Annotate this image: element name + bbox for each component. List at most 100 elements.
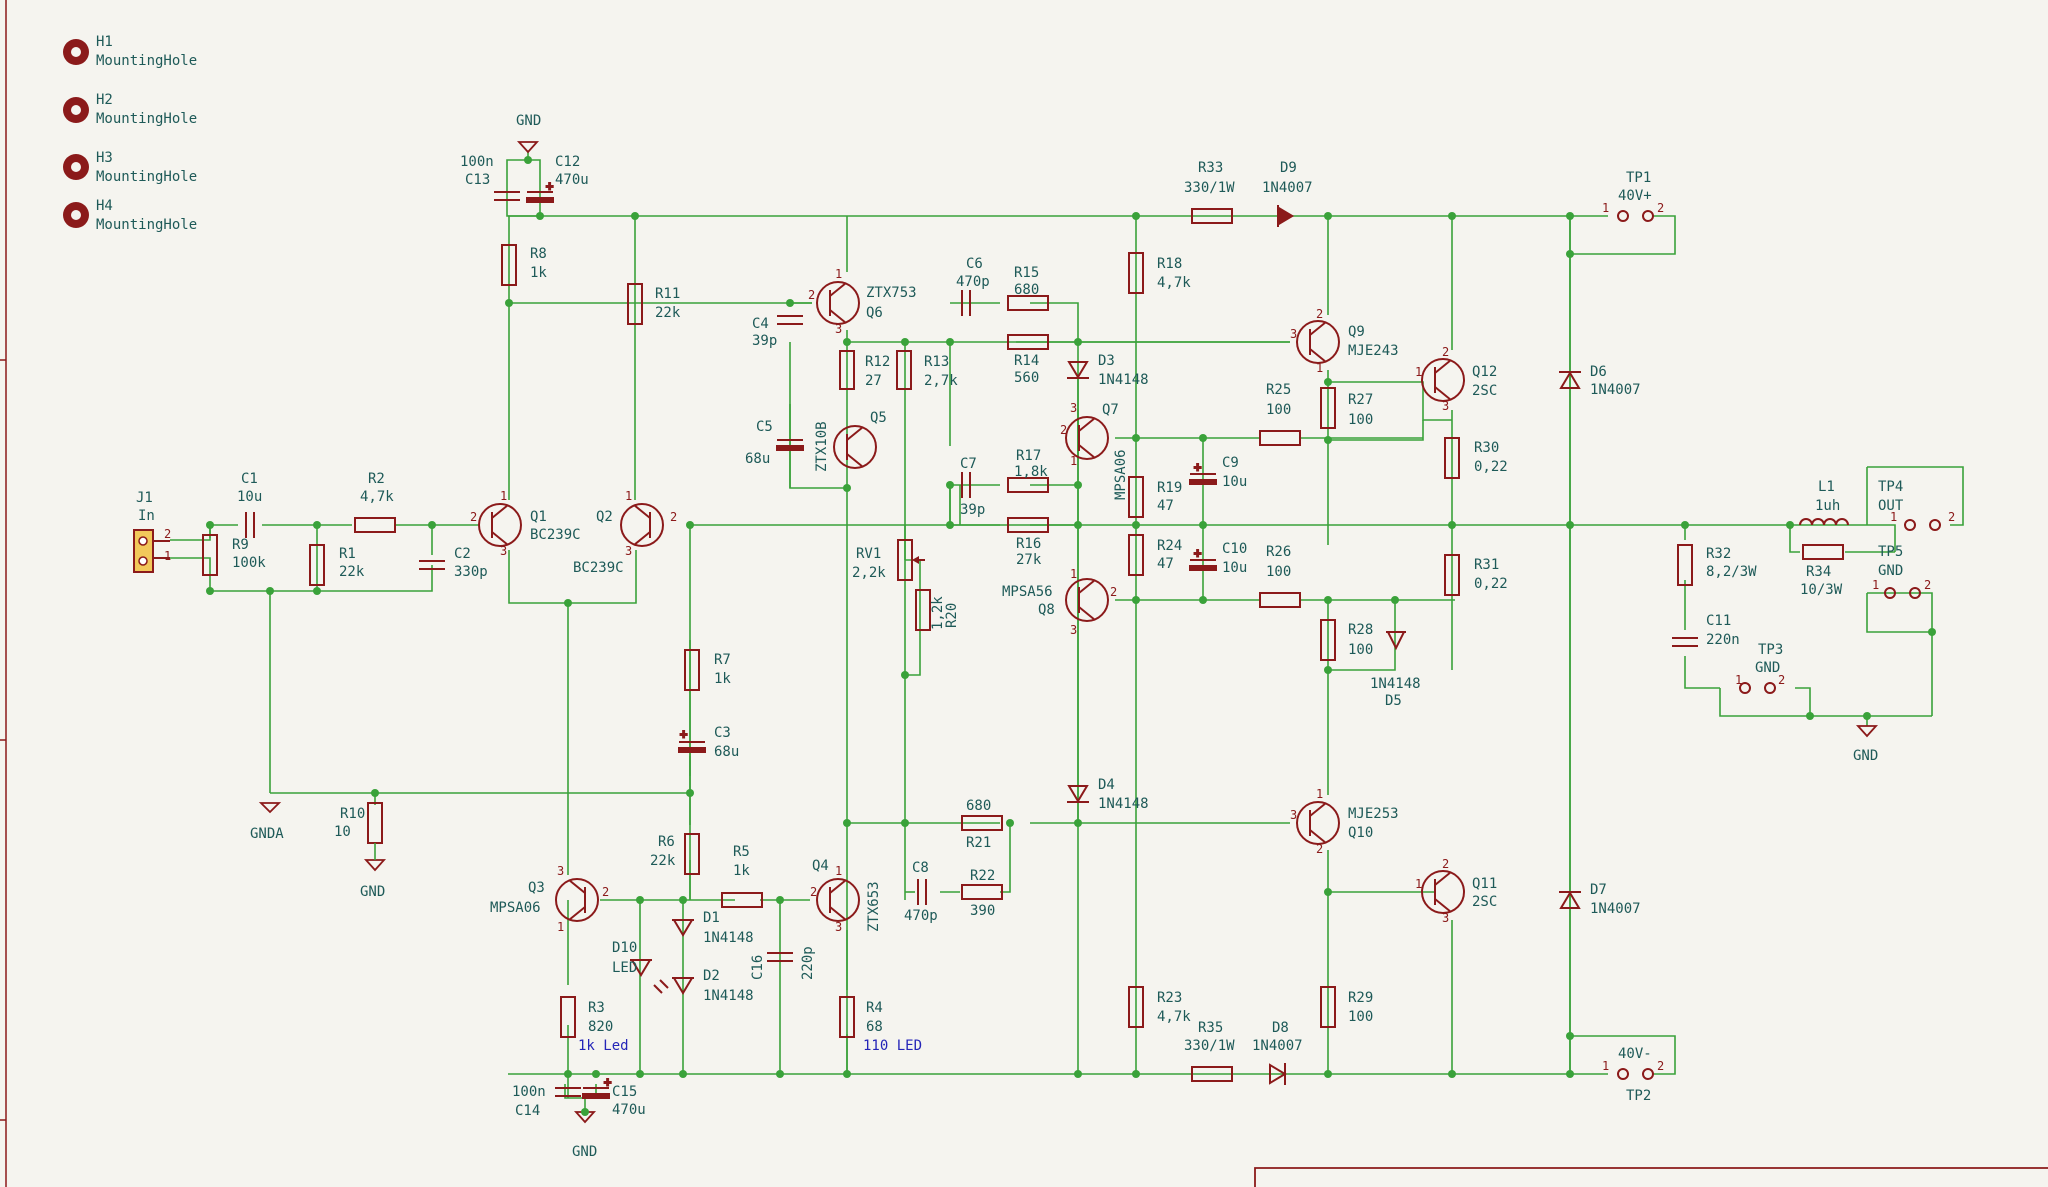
- capacitor-c6[interactable]: [961, 290, 971, 316]
- resistor-r32[interactable]: [1677, 544, 1693, 586]
- svg-text:TP4: TP4: [1878, 479, 1903, 495]
- diode-d5[interactable]: [1386, 631, 1406, 651]
- capacitor-c9[interactable]: +: [1189, 459, 1217, 485]
- resistor-r28[interactable]: [1320, 619, 1336, 661]
- resistor-r22[interactable]: [961, 884, 1003, 900]
- resistor-r29[interactable]: [1320, 986, 1336, 1028]
- svg-text:68u: 68u: [714, 744, 739, 760]
- svg-text:3: 3: [1070, 401, 1077, 415]
- capacitor-c16[interactable]: [767, 952, 793, 962]
- svg-text:1: 1: [1415, 365, 1422, 379]
- resistor-r1[interactable]: [309, 544, 325, 586]
- resistor-r18[interactable]: [1128, 252, 1144, 294]
- capacitor-c10[interactable]: +: [1189, 545, 1217, 571]
- capacitor-c8[interactable]: [917, 879, 927, 905]
- capacitor-c13[interactable]: [494, 191, 520, 201]
- testpoint-tp3[interactable]: [1739, 682, 1776, 694]
- diode-d3[interactable]: [1067, 361, 1089, 379]
- capacitor-c15[interactable]: +: [582, 1074, 612, 1099]
- transistor-q2[interactable]: [620, 503, 664, 547]
- svg-text:Q6: Q6: [866, 305, 883, 321]
- resistor-r11[interactable]: [627, 283, 643, 325]
- transistor-q3[interactable]: [555, 878, 599, 922]
- testpoint-tp4[interactable]: [1904, 519, 1941, 531]
- inductor-l1[interactable]: [1799, 518, 1849, 526]
- resistor-r16[interactable]: [1007, 517, 1049, 533]
- diode-d1[interactable]: [672, 919, 694, 937]
- svg-text:+: +: [680, 727, 687, 741]
- resistor-r8[interactable]: [501, 244, 517, 286]
- resistor-r20[interactable]: [915, 589, 931, 631]
- transistor-q10[interactable]: [1296, 801, 1340, 845]
- transistor-q1[interactable]: [478, 503, 522, 547]
- capacitor-c3[interactable]: +: [678, 726, 706, 753]
- svg-text:GND: GND: [1878, 563, 1903, 579]
- diode-d6[interactable]: [1559, 371, 1581, 389]
- svg-text:3: 3: [1070, 623, 1077, 637]
- led-d10[interactable]: [630, 959, 669, 994]
- resistor-r35[interactable]: [1191, 1066, 1233, 1082]
- resistor-r9[interactable]: [202, 534, 218, 576]
- resistor-r30[interactable]: [1444, 437, 1460, 479]
- capacitor-c14[interactable]: [555, 1087, 581, 1097]
- resistor-r17[interactable]: [1007, 477, 1049, 493]
- capacitor-c2[interactable]: [419, 560, 445, 570]
- svg-text:1: 1: [625, 489, 632, 503]
- resistor-r14[interactable]: [1007, 334, 1049, 350]
- diode-d2[interactable]: [672, 977, 694, 995]
- capacitor-c4[interactable]: [777, 315, 803, 325]
- resistor-r23[interactable]: [1128, 986, 1144, 1028]
- resistor-r6[interactable]: [684, 833, 700, 875]
- resistor-r3[interactable]: [560, 996, 576, 1038]
- transistor-q9[interactable]: [1296, 320, 1340, 364]
- testpoint-tp5[interactable]: [1884, 587, 1921, 599]
- diode-d7[interactable]: [1559, 891, 1581, 909]
- resistor-r7[interactable]: [684, 649, 700, 691]
- svg-text:3: 3: [1290, 808, 1297, 822]
- capacitor-c11[interactable]: [1672, 637, 1698, 647]
- resistor-r4[interactable]: [839, 996, 855, 1038]
- svg-text:H1: H1: [96, 34, 113, 50]
- diode-d9[interactable]: [1277, 205, 1295, 227]
- capacitor-c5[interactable]: [776, 439, 804, 451]
- resistor-r21[interactable]: [961, 815, 1003, 831]
- resistor-r34[interactable]: [1802, 544, 1844, 560]
- resistor-r27[interactable]: [1320, 387, 1336, 429]
- svg-text:3: 3: [625, 544, 632, 558]
- resistor-r25[interactable]: [1259, 430, 1301, 446]
- testpoint-tp1[interactable]: [1617, 210, 1654, 222]
- diode-d8[interactable]: [1269, 1063, 1287, 1085]
- resistor-r31[interactable]: [1444, 554, 1460, 596]
- capacitor-c12[interactable]: +: [526, 178, 554, 203]
- resistor-r26[interactable]: [1259, 592, 1301, 608]
- svg-text:C4: C4: [752, 316, 769, 332]
- svg-text:27: 27: [865, 373, 882, 389]
- transistor-q6[interactable]: [816, 281, 860, 325]
- transistor-q11[interactable]: [1421, 870, 1465, 914]
- pin-numbers: 21 213 213 213 231 213 321 312 123 123 1…: [164, 201, 1955, 1073]
- resistor-r13[interactable]: [896, 350, 912, 390]
- svg-text:LED: LED: [612, 960, 637, 976]
- transistor-q8[interactable]: [1065, 578, 1109, 622]
- resistor-r5[interactable]: [721, 892, 763, 908]
- resistor-r15[interactable]: [1007, 295, 1049, 311]
- resistor-r33[interactable]: [1191, 208, 1233, 224]
- svg-text:39p: 39p: [752, 333, 777, 349]
- resistor-r24[interactable]: [1128, 534, 1144, 576]
- diode-d4[interactable]: [1067, 785, 1089, 803]
- transistor-q7[interactable]: [1065, 416, 1109, 460]
- capacitor-c7[interactable]: [961, 472, 971, 498]
- capacitor-c1[interactable]: [245, 512, 255, 538]
- transistor-q5[interactable]: [833, 425, 877, 469]
- transistor-q12[interactable]: [1421, 358, 1465, 402]
- svg-text:R5: R5: [733, 844, 750, 860]
- svg-text:22k: 22k: [650, 853, 676, 869]
- testpoint-tp2[interactable]: [1617, 1068, 1654, 1080]
- transistor-q4[interactable]: [816, 878, 860, 922]
- svg-text:0,22: 0,22: [1474, 459, 1508, 475]
- resistor-r19[interactable]: [1128, 476, 1144, 518]
- resistor-r2[interactable]: [354, 517, 396, 533]
- resistor-r12[interactable]: [839, 350, 855, 390]
- svg-text:2: 2: [1948, 510, 1955, 524]
- svg-text:2,7k: 2,7k: [924, 373, 958, 389]
